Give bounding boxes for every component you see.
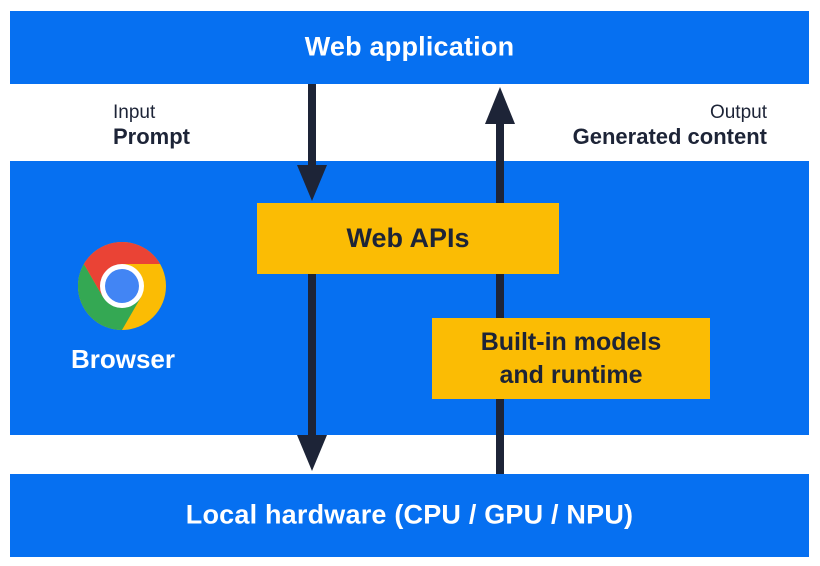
prompt-label: Prompt	[113, 124, 190, 149]
web-application-bar: Web application	[10, 11, 809, 84]
builtin-models-label-line2: and runtime	[499, 360, 643, 389]
up-arrow-line	[496, 121, 504, 474]
builtin-models-label-line1: Built-in models	[480, 327, 662, 356]
input-annotation: Input Prompt	[113, 101, 190, 150]
down-arrow-head-mid	[297, 165, 327, 201]
generated-content-label: Generated content	[572, 124, 767, 149]
input-label: Input	[113, 102, 156, 123]
chrome-logo-icon	[78, 242, 166, 330]
chrome-logo-blue-center	[105, 269, 139, 303]
web-apis-box: Web APIs	[257, 203, 559, 274]
local-hardware-bar: Local hardware (CPU / GPU / NPU)	[10, 474, 809, 557]
web-application-label: Web application	[304, 30, 515, 61]
builtin-models-box: Built-in models and runtime	[432, 318, 710, 399]
down-arrow-head-bottom	[297, 435, 327, 471]
down-arrow-line-upper	[308, 84, 316, 168]
down-arrow-line-lower	[308, 274, 316, 437]
output-annotation: Output Generated content	[573, 101, 767, 150]
output-label: Output	[709, 102, 767, 123]
up-arrow-head-top	[485, 87, 515, 124]
local-hardware-label: Local hardware (CPU / GPU / NPU)	[185, 498, 634, 529]
browser-label: Browser	[70, 344, 176, 374]
web-apis-label: Web APIs	[346, 223, 470, 253]
